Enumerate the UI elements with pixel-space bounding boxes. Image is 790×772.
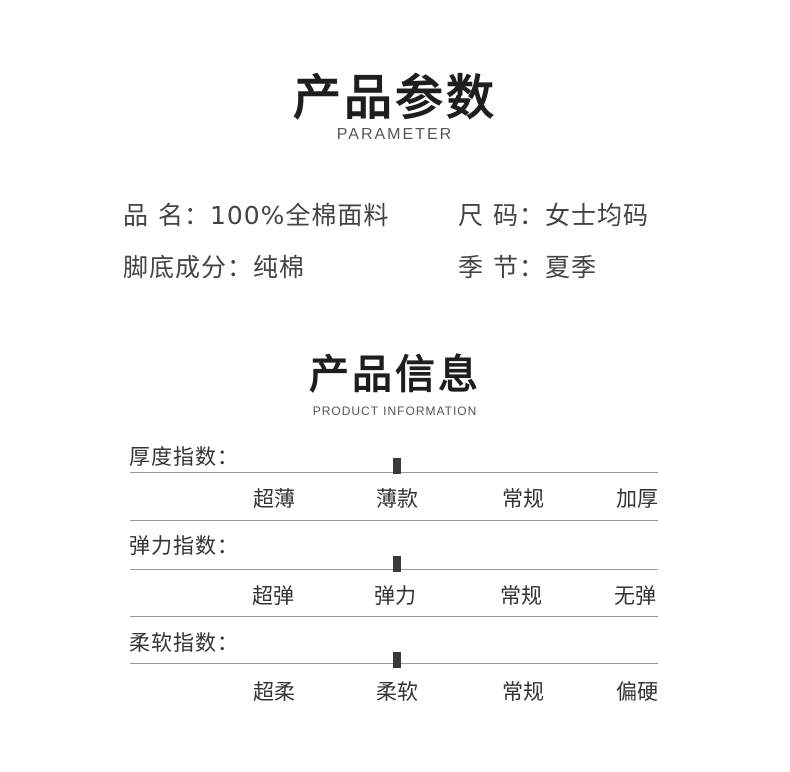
elasticity-scale-bottom-line <box>130 616 658 617</box>
softness-index-label: 柔软指数： <box>129 631 239 655</box>
thickness-option: 超薄 <box>253 487 295 511</box>
param-size: 尺 码：女士均码 <box>458 201 649 230</box>
thickness-option: 加厚 <box>616 487 658 511</box>
elasticity-option: 无弹 <box>614 584 656 608</box>
thickness-option: 常规 <box>502 487 544 511</box>
softness-option: 超柔 <box>253 680 295 704</box>
elasticity-option: 超弹 <box>252 584 294 608</box>
info-title: 产品信息 <box>309 351 481 398</box>
thickness-option: 薄款 <box>376 487 418 511</box>
softness-option: 常规 <box>502 680 544 704</box>
softness-scale-marker <box>393 652 401 668</box>
elasticity-option: 弹力 <box>374 584 416 608</box>
parameter-title: 产品参数 <box>292 70 497 126</box>
param-name: 品 名：100%全棉面料 <box>123 201 390 230</box>
elasticity-option: 常规 <box>500 584 542 608</box>
thickness-index-label: 厚度指数： <box>129 445 239 469</box>
param-sole-material: 脚底成分：纯棉 <box>123 253 306 282</box>
elasticity-index-label: 弹力指数： <box>129 534 239 558</box>
elasticity-scale-marker <box>393 556 401 572</box>
param-season: 季 节：夏季 <box>458 253 597 282</box>
softness-option: 偏硬 <box>616 680 658 704</box>
thickness-scale-bottom-line <box>130 520 658 521</box>
thickness-scale-marker <box>393 458 401 474</box>
softness-option: 柔软 <box>376 680 418 704</box>
parameter-subtitle: PARAMETER <box>336 126 454 143</box>
info-subtitle: PRODUCT INFORMATION <box>312 404 478 418</box>
